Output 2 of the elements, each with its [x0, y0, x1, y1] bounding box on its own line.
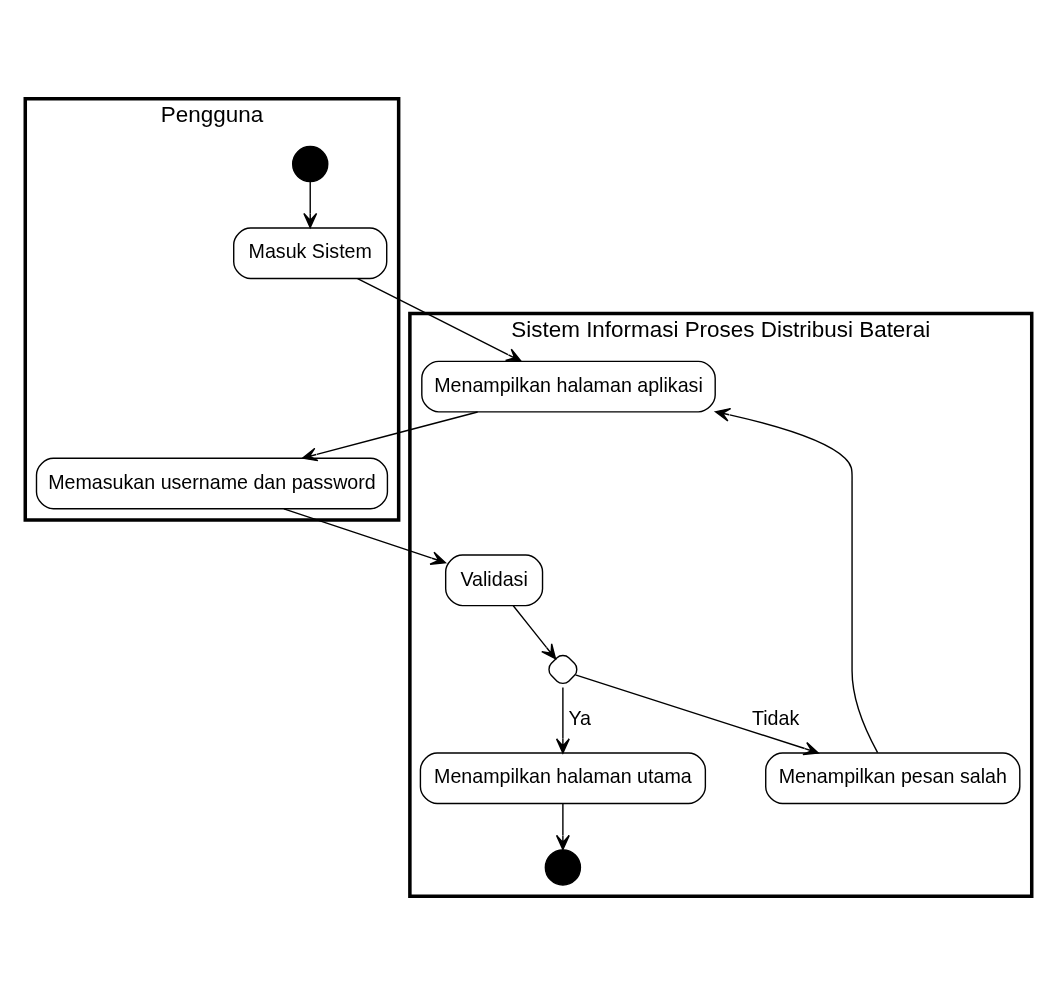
- edge-label: Tidak: [751, 706, 800, 729]
- edge-label: Ya: [568, 706, 592, 729]
